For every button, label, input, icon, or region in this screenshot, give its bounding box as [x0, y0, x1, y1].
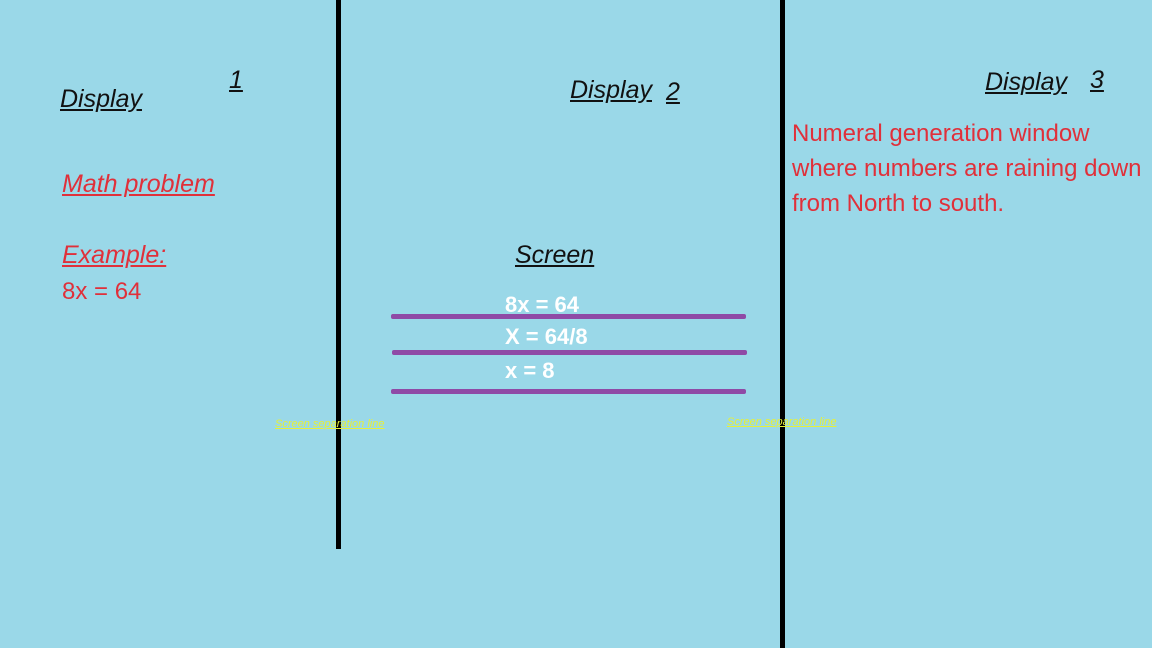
- display3-description: Numeral generation window where numbers …: [792, 120, 1142, 217]
- display1-number: 1: [229, 66, 243, 94]
- equation-step-3: x = 8: [505, 358, 555, 383]
- example-equation: 8x = 64: [62, 278, 142, 305]
- screen-rule-2: [392, 350, 747, 355]
- screen-rule-1: [391, 314, 746, 319]
- separator-line-left: [336, 0, 341, 549]
- display2-title: Display: [570, 76, 652, 104]
- screen-label: Screen: [515, 241, 595, 269]
- math-problem-label: Math problem: [62, 170, 215, 198]
- equation-step-2: X = 64/8: [505, 324, 588, 349]
- display2-number: 2: [666, 78, 680, 106]
- separator-label-right: Screen separation line: [727, 416, 837, 428]
- display3-title: Display: [985, 68, 1067, 96]
- example-label: Example:: [62, 241, 167, 269]
- separator-line-right: [780, 0, 785, 648]
- equation-step-1: 8x = 64: [505, 292, 580, 317]
- display3-number: 3: [1090, 66, 1104, 94]
- screen-rule-3: [391, 389, 746, 394]
- display1-title: Display: [60, 85, 142, 113]
- separator-label-left: Screen separation line: [275, 418, 385, 430]
